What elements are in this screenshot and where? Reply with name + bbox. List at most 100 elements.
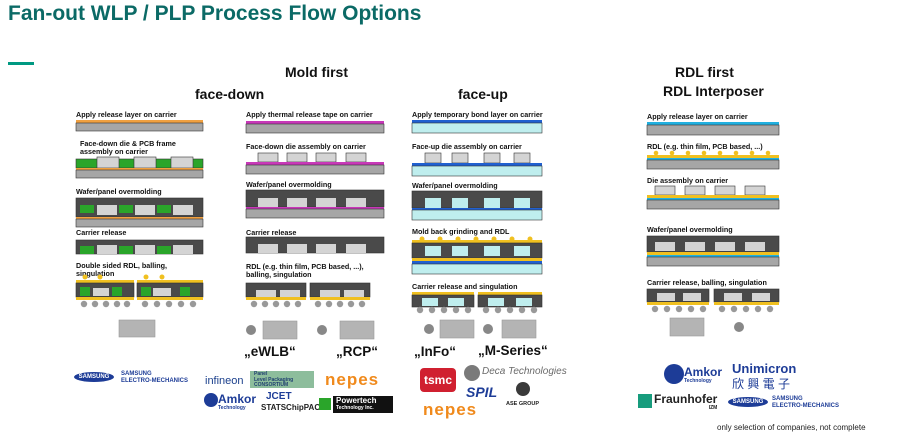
face-down-header: face-down: [195, 86, 265, 102]
amkor-name: Amkor: [218, 392, 257, 406]
fraunhofer-name: Fraunhofer: [654, 392, 718, 406]
fraunhofer-sub: IZM: [708, 405, 718, 411]
samsung-em-logo: SAMSUNG ELECTRO-MECHANICS: [121, 371, 188, 385]
samsung-logo-text: SAMSUNG: [78, 374, 110, 380]
c2-strip-die-assembly: [245, 152, 385, 175]
fraunhofer-logo: Fraunhofer IZM: [654, 393, 717, 411]
plp-line-2: Level Packaging: [254, 376, 294, 383]
deca-logo: Deca Technologies: [482, 366, 567, 377]
samsung-logo: SAMSUNG: [74, 372, 114, 382]
face-up-header: face-up: [458, 86, 508, 102]
spil-logo: SPIL: [466, 384, 498, 400]
page-title: Fan-out WLP / PLP Process Flow Options: [8, 2, 422, 25]
unimicron-cn-logo: 欣 興 電 子: [732, 377, 791, 391]
c2-step-thermal-tape: Apply thermal release tape on carrier: [246, 110, 373, 119]
samsung-logo-2: SAMSUNG: [728, 397, 768, 407]
unimicron-logo: Unimicron: [732, 361, 797, 376]
c2-strip-thermal-tape: [245, 121, 385, 134]
powertech-logo: Powertech Technology Inc.: [333, 396, 393, 413]
c3-strip-faceup-die: [411, 152, 543, 177]
amkor-sub: Technology: [218, 405, 246, 411]
nepes-logo-2: nepes: [423, 400, 478, 419]
amkor-icon: [204, 393, 218, 407]
c1-step-overmolding: Wafer/panel overmolding: [76, 187, 162, 196]
c4-step-rdl: RDL (e.g. thin film, PCB based, ...): [647, 142, 763, 151]
c4-strip-overmolding: [646, 235, 780, 267]
mseries-label: „M-Series“: [478, 343, 548, 358]
c1-step-facedown-die-1: Face-down die & PCB frame: [80, 139, 176, 148]
c2-strip-rdl-singulation: [245, 282, 371, 308]
c1-step-rdl-1: Double sided RDL, balling,: [76, 261, 168, 270]
info-label: „InFo“: [414, 344, 456, 359]
c4-step-release-layer: Apply release layer on carrier: [647, 112, 748, 121]
title-accent-bar: [8, 62, 34, 65]
plp-line-1: Panel: [254, 371, 268, 377]
c2-package-samples: [246, 320, 375, 340]
powertech-icon: [319, 398, 331, 410]
samsung-em-2-line-1: SAMSUNG: [772, 396, 803, 402]
c3-step-backgrind-rdl: Mold back grinding and RDL: [412, 227, 510, 236]
c3-step-carrier-release: Carrier release and singulation: [412, 282, 518, 291]
amkor-2-name: Amkor: [684, 365, 723, 379]
c1-strip-carrier-release: [75, 239, 204, 255]
c3-strip-backgrind-rdl: [411, 236, 543, 275]
samsung-em-line-1: SAMSUNG: [121, 371, 152, 377]
infineon-logo: infineon: [205, 375, 244, 387]
c4-step-carrier-release: Carrier release, balling, singulation: [647, 278, 767, 287]
powertech-line-2: Technology Inc.: [336, 405, 374, 411]
c2-strip-overmolding: [245, 189, 385, 219]
c2-step-overmolding: Wafer/panel overmolding: [246, 180, 332, 189]
samsung-em-line-2: ELECTRO-MECHANICS: [121, 378, 188, 384]
c1-step-release-layer: Apply release layer on carrier: [76, 110, 177, 119]
nepes-logo-1: nepes: [325, 370, 380, 389]
c2-step-rdl-1: RDL (e.g. thin film, PCB based, ...),: [246, 262, 364, 271]
c4-package-samples: [669, 317, 744, 337]
fraunhofer-icon: [638, 394, 652, 408]
panel-level-packaging-logo: Panel Level Packaging CONSORTIUM: [250, 371, 314, 388]
c3-strip-carrier-release: [411, 292, 543, 314]
tsmc-logo: tsmc: [420, 368, 456, 392]
c4-strip-die-assembly: [646, 185, 780, 210]
c1-strip-overmolding: [75, 197, 204, 228]
rdl-first-header: RDL first: [675, 64, 734, 80]
c1-step-rdl-2: singulation: [76, 269, 115, 278]
statschippac-logo: STATSChipPAC: [261, 403, 321, 412]
amkor-logo-2: Amkor Technology: [684, 366, 722, 384]
amkor-2-sub: Technology: [684, 378, 712, 384]
c4-strip-rdl: [646, 150, 780, 170]
c3-step-temp-bond: Apply temporary bond layer on carrier: [412, 110, 543, 119]
c2-step-rdl-2: balling, singulation: [246, 270, 312, 279]
samsung-logo-2-text: SAMSUNG: [732, 399, 764, 405]
amkor-icon-2: [664, 364, 684, 384]
c4-step-overmolding: Wafer/panel overmolding: [647, 225, 733, 234]
c2-step-carrier-release: Carrier release: [246, 228, 297, 237]
c1-step-carrier-release: Carrier release: [76, 228, 127, 237]
samsung-em-2-line-2: ELECTRO-MECHANICS: [772, 403, 839, 409]
amkor-logo: Amkor Technology: [218, 393, 256, 411]
c1-step-facedown-die-2: assembly on carrier: [80, 147, 148, 156]
c4-step-die-assembly: Die assembly on carrier: [647, 176, 729, 185]
c1-strip-release-layer: [75, 120, 204, 132]
c2-step-die-assembly: Face-down die assembly on carrier: [246, 142, 366, 151]
c1-strip-double-sided-rdl: [75, 274, 204, 308]
c1-package-sample: [118, 319, 156, 338]
plp-line-3: CONSORTIUM: [254, 382, 289, 388]
c1-strip-die-assembly: [75, 156, 204, 179]
ewlb-label: „eWLB“: [244, 344, 296, 359]
c3-strip-temp-bond: [411, 120, 543, 134]
powertech-line-1: Powertech: [336, 396, 377, 405]
samsung-em-logo-2: SAMSUNG ELECTRO-MECHANICS: [772, 396, 839, 410]
c3-package-samples: [424, 319, 537, 339]
footnote: only selection of companies, not complet…: [717, 423, 866, 432]
rdl-interposer-header: RDL Interposer: [663, 83, 764, 99]
jcet-logo: JCET: [266, 391, 292, 402]
c3-strip-overmolding: [411, 190, 543, 221]
c3-step-overmolding: Wafer/panel overmolding: [412, 181, 498, 190]
tsmc-logo-text: tsmc: [423, 373, 452, 387]
rcp-label: „RCP“: [336, 344, 379, 359]
c2-strip-carrier-release: [245, 236, 385, 254]
c4-strip-carrier-release: [646, 288, 780, 313]
mold-first-header: Mold first: [285, 64, 348, 80]
deca-icon: [464, 365, 480, 381]
